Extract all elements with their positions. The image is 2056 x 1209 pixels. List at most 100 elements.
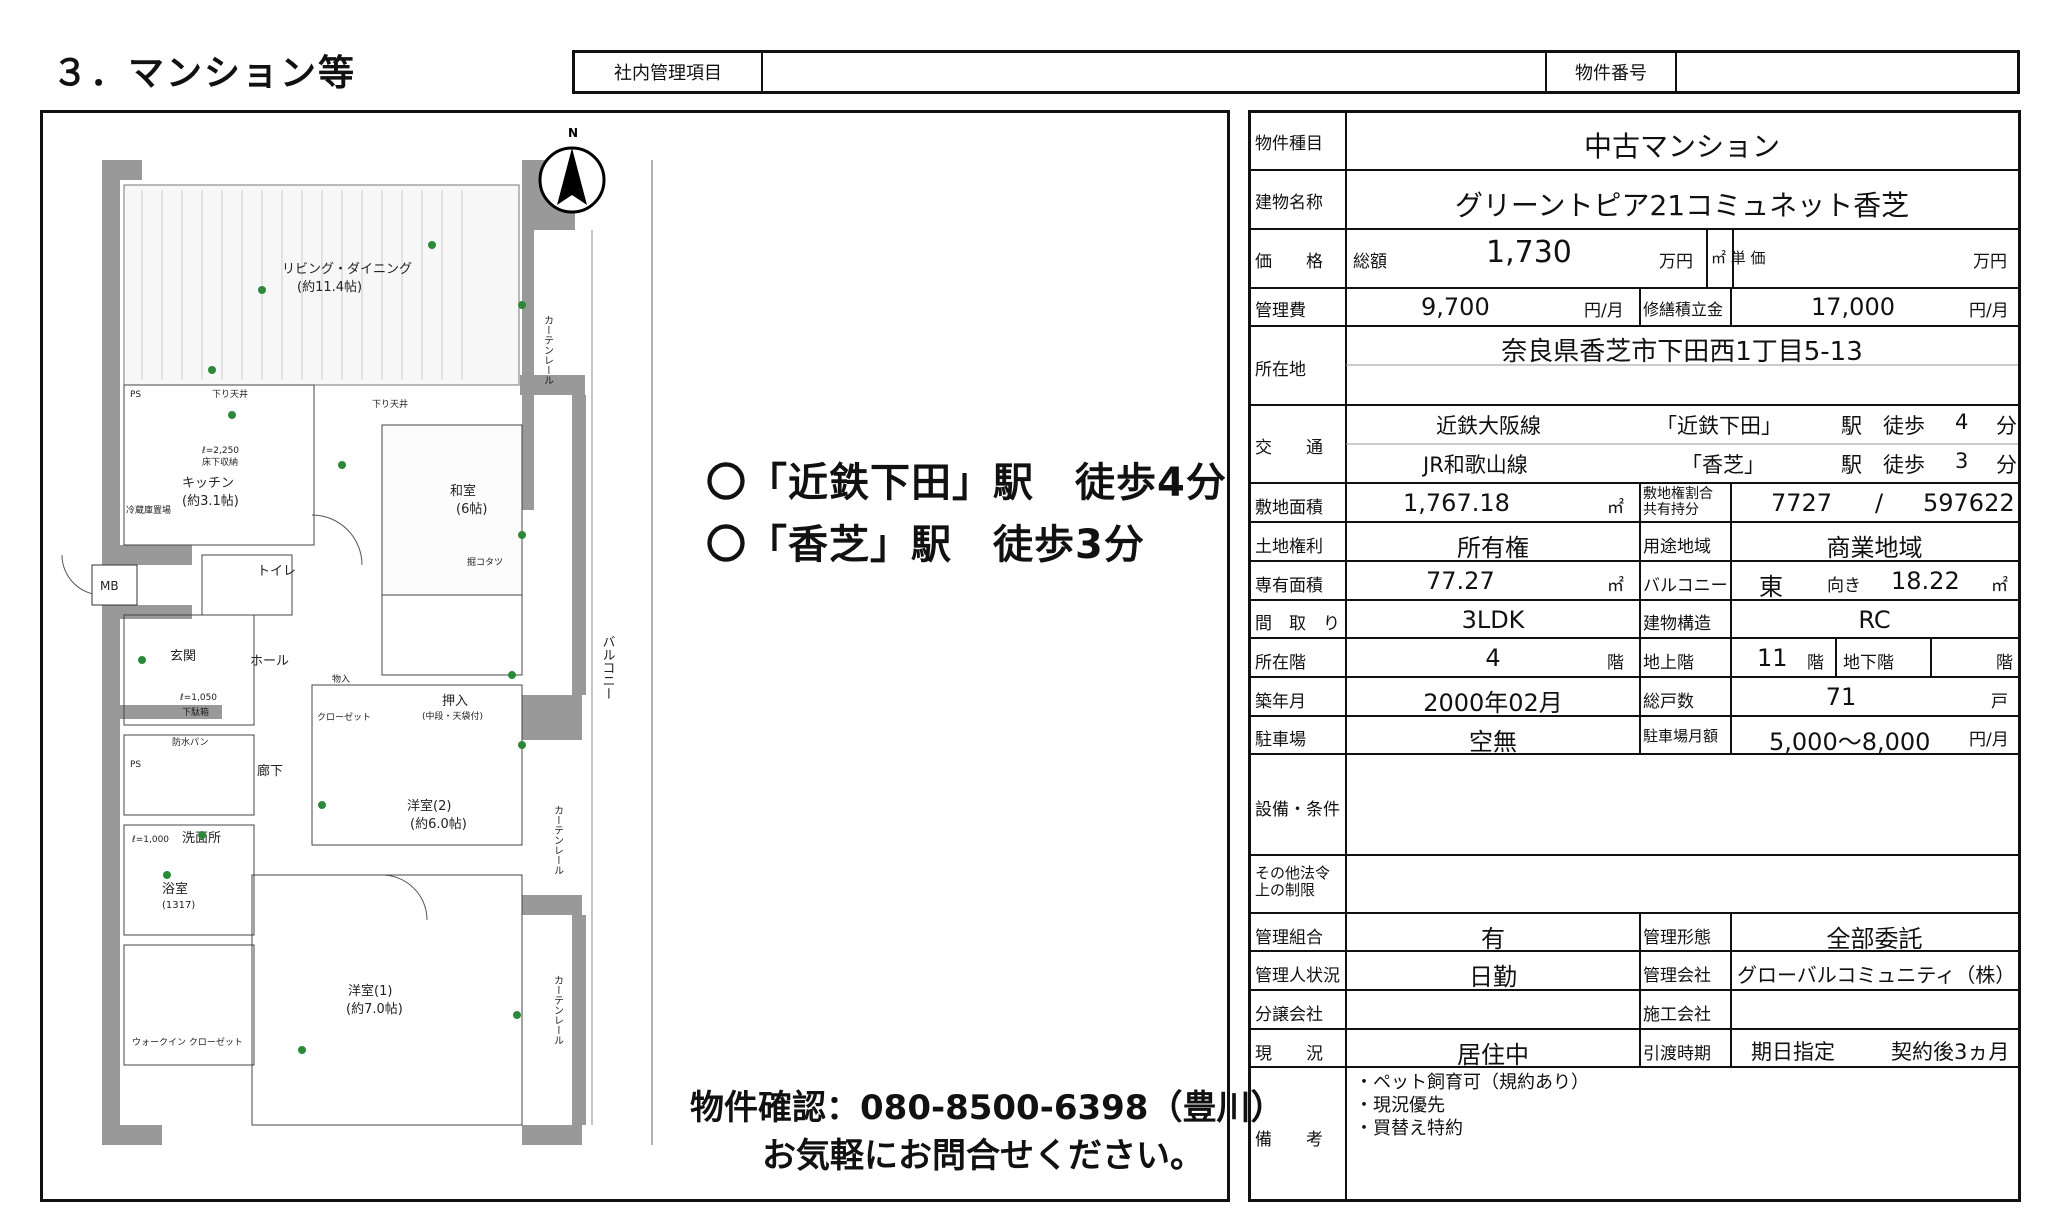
label-floor: 所在階 <box>1255 653 1306 673</box>
balcony-label: バルコニー <box>600 635 616 700</box>
parking-fee-value: 5,000～8,000 <box>1769 728 1931 756</box>
room-hall: ホール <box>250 654 289 669</box>
room-youshitsu2-size: (約6.0帖) <box>410 817 467 832</box>
mgmt-company-value: グローバルコミュニティ（株） <box>1737 963 2016 987</box>
property-number-label: 物件番号 <box>1547 53 1677 91</box>
mgmt-assoc-value: 有 <box>1481 925 1505 953</box>
built-value: 2000年02月 <box>1423 689 1563 717</box>
dim1-label: ℓ=2,250 <box>201 446 239 456</box>
parking-fee-label: 駐車場月額 <box>1643 727 1719 745</box>
room-yokushitsu: 浴室 <box>162 881 188 897</box>
structure-value: RC <box>1858 606 1891 634</box>
label-other-law: その他法令上の制限 <box>1255 864 1331 899</box>
share-slash: / <box>1875 489 1884 517</box>
site-area-unit: ㎡ <box>1607 498 1624 518</box>
value-type: 中古マンション <box>1583 130 1780 163</box>
share-numerator: 7727 <box>1771 489 1833 517</box>
label-mgmt-assoc: 管理組合 <box>1255 928 1323 948</box>
floor-plan-drawing: N リビング・ダイニング (約11.4帖) キッチン (約3.1帖) 和室 (6… <box>61 126 653 1145</box>
price-total: 1,730 <box>1486 235 1572 270</box>
room-living: リビング・ダイニング <box>282 262 412 277</box>
label-parking: 駐車場 <box>1255 730 1306 750</box>
label-type: 物件種目 <box>1255 134 1323 154</box>
floor-unit: 階 <box>1607 653 1624 673</box>
label-built: 築年月 <box>1255 692 1306 712</box>
label-status: 現 況 <box>1255 1044 1323 1064</box>
repair-label: 修繕積立金 <box>1643 300 1724 319</box>
transport-walk-1: 駅 徒歩 <box>1841 414 1925 438</box>
above-ground-label: 地上階 <box>1643 653 1694 673</box>
contact-note: お気軽にお問合せください。 <box>762 1136 1204 1176</box>
balcony-unit: ㎡ <box>1991 576 2008 596</box>
curtain-label-3: カーテンレール <box>552 975 564 1045</box>
above-ground-unit: 階 <box>1807 653 1824 673</box>
sqm-price-unit: 万円 <box>1973 252 2007 272</box>
label-floor-area: 専有面積 <box>1255 576 1323 596</box>
transport-station-1: 「近鉄下田」 <box>1656 414 1782 438</box>
room-washitsu-size: (6帖) <box>456 502 487 517</box>
room-oshiire: 押入 <box>442 694 468 709</box>
remarks-list: ・ペット飼育可（規約あり） ・現況優先 ・買替え特約 <box>1355 1071 1589 1140</box>
closet-label: クローゼット <box>317 711 371 723</box>
structure-label: 建物構造 <box>1643 614 1711 634</box>
room-youshitsu1: 洋室(1) <box>348 983 392 999</box>
section-title: ３．マンション等 <box>52 53 357 94</box>
room-youshitsu1-size: (約7.0帖) <box>346 1002 403 1017</box>
room-living-size: (約11.4帖) <box>297 280 362 295</box>
price-total-label: 総額 <box>1353 252 1387 272</box>
mgmt-fee-unit: 円/月 <box>1584 301 1624 321</box>
management-box: 社内管理項目 物件番号 <box>572 50 2020 94</box>
transport-line-1: 近鉄大阪線 <box>1436 414 1541 438</box>
floor-value: 4 <box>1485 644 1501 672</box>
label-name: 建物名称 <box>1255 193 1323 213</box>
yukashita-label: 床下収納 <box>202 456 238 468</box>
room-kitchen-size: (約3.1帖) <box>182 494 239 509</box>
internal-label: 社内管理項目 <box>575 53 763 91</box>
label-address: 所在地 <box>1255 360 1306 380</box>
outlet-markers <box>138 241 526 1054</box>
room-rouka: 廊下 <box>257 763 283 779</box>
below-ground-label: 地下階 <box>1843 653 1894 673</box>
internal-value <box>763 53 1547 91</box>
room-genkan: 玄関 <box>170 649 196 664</box>
property-number-value <box>1677 53 2017 91</box>
site-area-value: 1,767.18 <box>1403 489 1510 517</box>
builder-label: 施工会社 <box>1643 1005 1711 1025</box>
label-layout: 間 取 り <box>1255 614 1340 634</box>
room-washitsu: 和室 <box>450 483 476 499</box>
curtain-label-1: カーテンレール <box>542 315 554 385</box>
label-remarks: 備 考 <box>1255 1130 1323 1150</box>
manager-value: 日勤 <box>1469 963 1517 991</box>
label-land-right: 土地権利 <box>1255 537 1323 557</box>
handover-value: 期日指定 <box>1751 1040 1835 1064</box>
repair-value: 17,000 <box>1811 293 1895 321</box>
shitatenjo-label: 下り天井 <box>212 388 248 400</box>
north-compass-icon: N <box>538 126 606 214</box>
mgmt-company-label: 管理会社 <box>1643 966 1711 986</box>
label-mgmt-fee: 管理費 <box>1255 301 1306 321</box>
transport-min-2: 3 <box>1955 449 1969 473</box>
dim3-label: ℓ=1,000 <box>131 835 169 845</box>
shitatenjo2-label: 下り天井 <box>372 398 408 410</box>
balcony-direction: 東 <box>1759 573 1783 601</box>
units-unit: 戸 <box>1991 692 2008 712</box>
transport-station-2: 「香芝」 <box>1681 453 1765 477</box>
units-value: 71 <box>1825 683 1857 711</box>
ps2-label: PS <box>130 760 141 770</box>
address-value: 奈良県香芝市下田西1丁目5-13 <box>1501 337 1863 367</box>
parking-fee-unit: 円/月 <box>1969 730 2009 750</box>
transport-fun-2: 分 <box>1996 453 2017 477</box>
below-ground-unit: 階 <box>1996 653 2013 673</box>
balcony-area: 18.22 <box>1891 567 1960 595</box>
room-youshitsu2: 洋室(2) <box>407 798 451 814</box>
label-site-area: 敷地面積 <box>1255 498 1323 518</box>
mb-label: MB <box>100 579 119 593</box>
balcony-muki: 向き <box>1827 576 1861 596</box>
room-kitchen: キッチン <box>182 476 234 491</box>
share-denominator: 597622 <box>1923 489 2015 517</box>
mgmt-fee-value: 9,700 <box>1421 293 1490 321</box>
room-oshiire-sub: (中段・天袋付) <box>422 710 483 722</box>
dim2-label: ℓ=1,050 <box>179 693 217 703</box>
floor-plan-panel <box>40 110 1230 1202</box>
transport-fun-1: 分 <box>1996 414 2017 438</box>
